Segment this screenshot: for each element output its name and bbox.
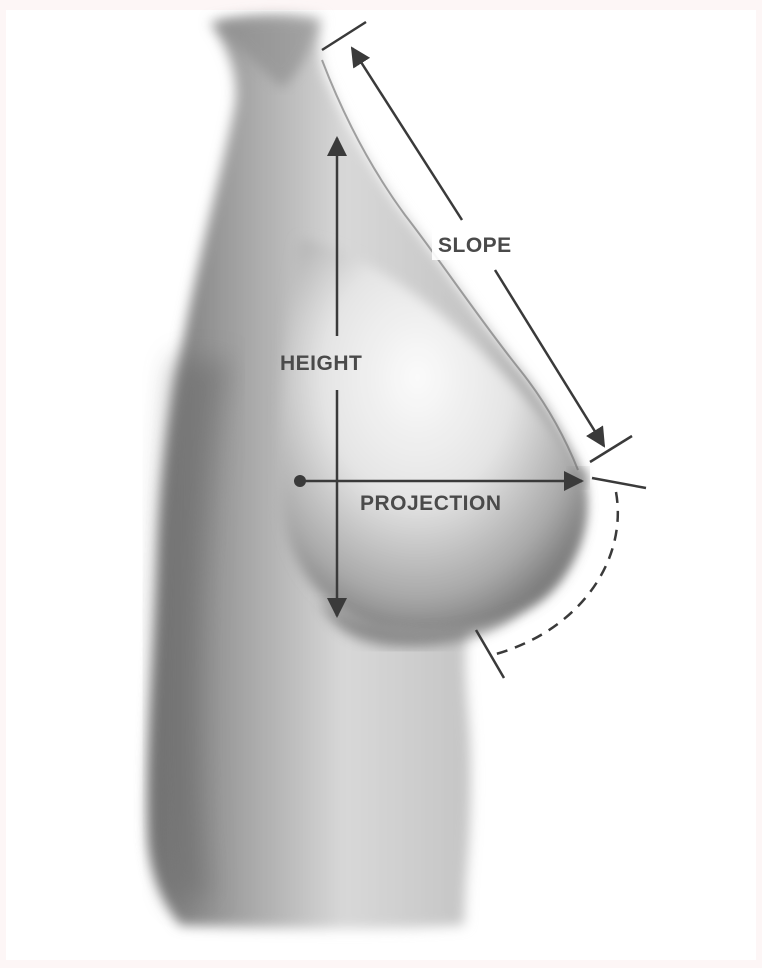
- projection-label: PROJECTION: [360, 492, 502, 515]
- slope-label: SLOPE: [438, 234, 512, 257]
- height-label: HEIGHT: [280, 352, 362, 375]
